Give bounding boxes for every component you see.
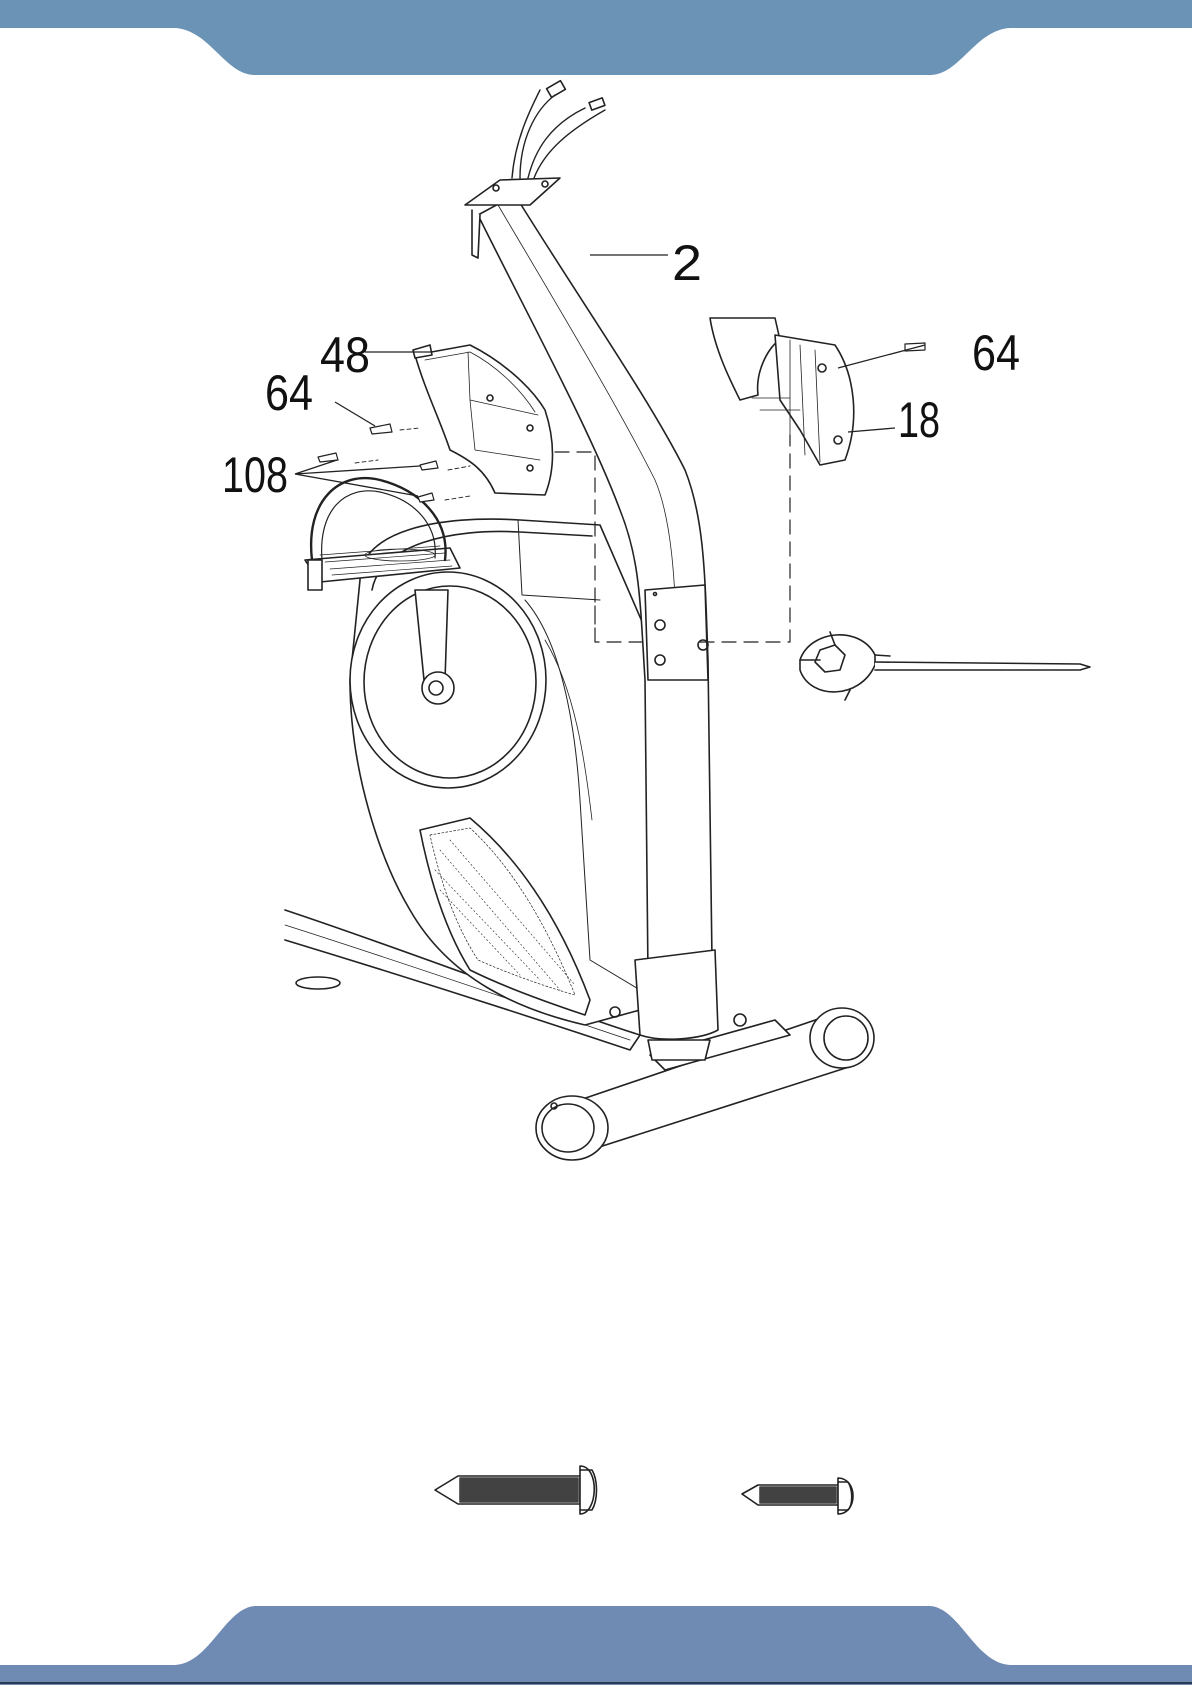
bolt-short-drawing [742, 1478, 853, 1514]
leveling-foot [296, 977, 340, 989]
stabilizer-cap-left [536, 1096, 608, 1160]
callout-part-18: 18 [898, 392, 940, 448]
right-shroud-cover [710, 318, 780, 400]
callout-part-108: 108 [222, 447, 288, 503]
left-shroud-cover [415, 345, 553, 495]
callout-part-48: 48 [320, 327, 370, 383]
console-wires [512, 90, 605, 178]
callout-part-64-left: 64 [265, 365, 313, 421]
upright-collar [645, 585, 708, 680]
header-band [0, 0, 1192, 75]
callout-part-2: 2 [672, 235, 702, 291]
upright-base-shroud [635, 950, 718, 1039]
bike-frame-drawing [285, 81, 1090, 1514]
callout-part-64-right: 64 [972, 325, 1020, 381]
upright-top-plate [465, 178, 560, 205]
combination-tool [800, 632, 1090, 700]
crank-hub [422, 672, 454, 704]
bolt-long-drawing [435, 1466, 597, 1514]
footer-band [0, 1606, 1192, 1685]
